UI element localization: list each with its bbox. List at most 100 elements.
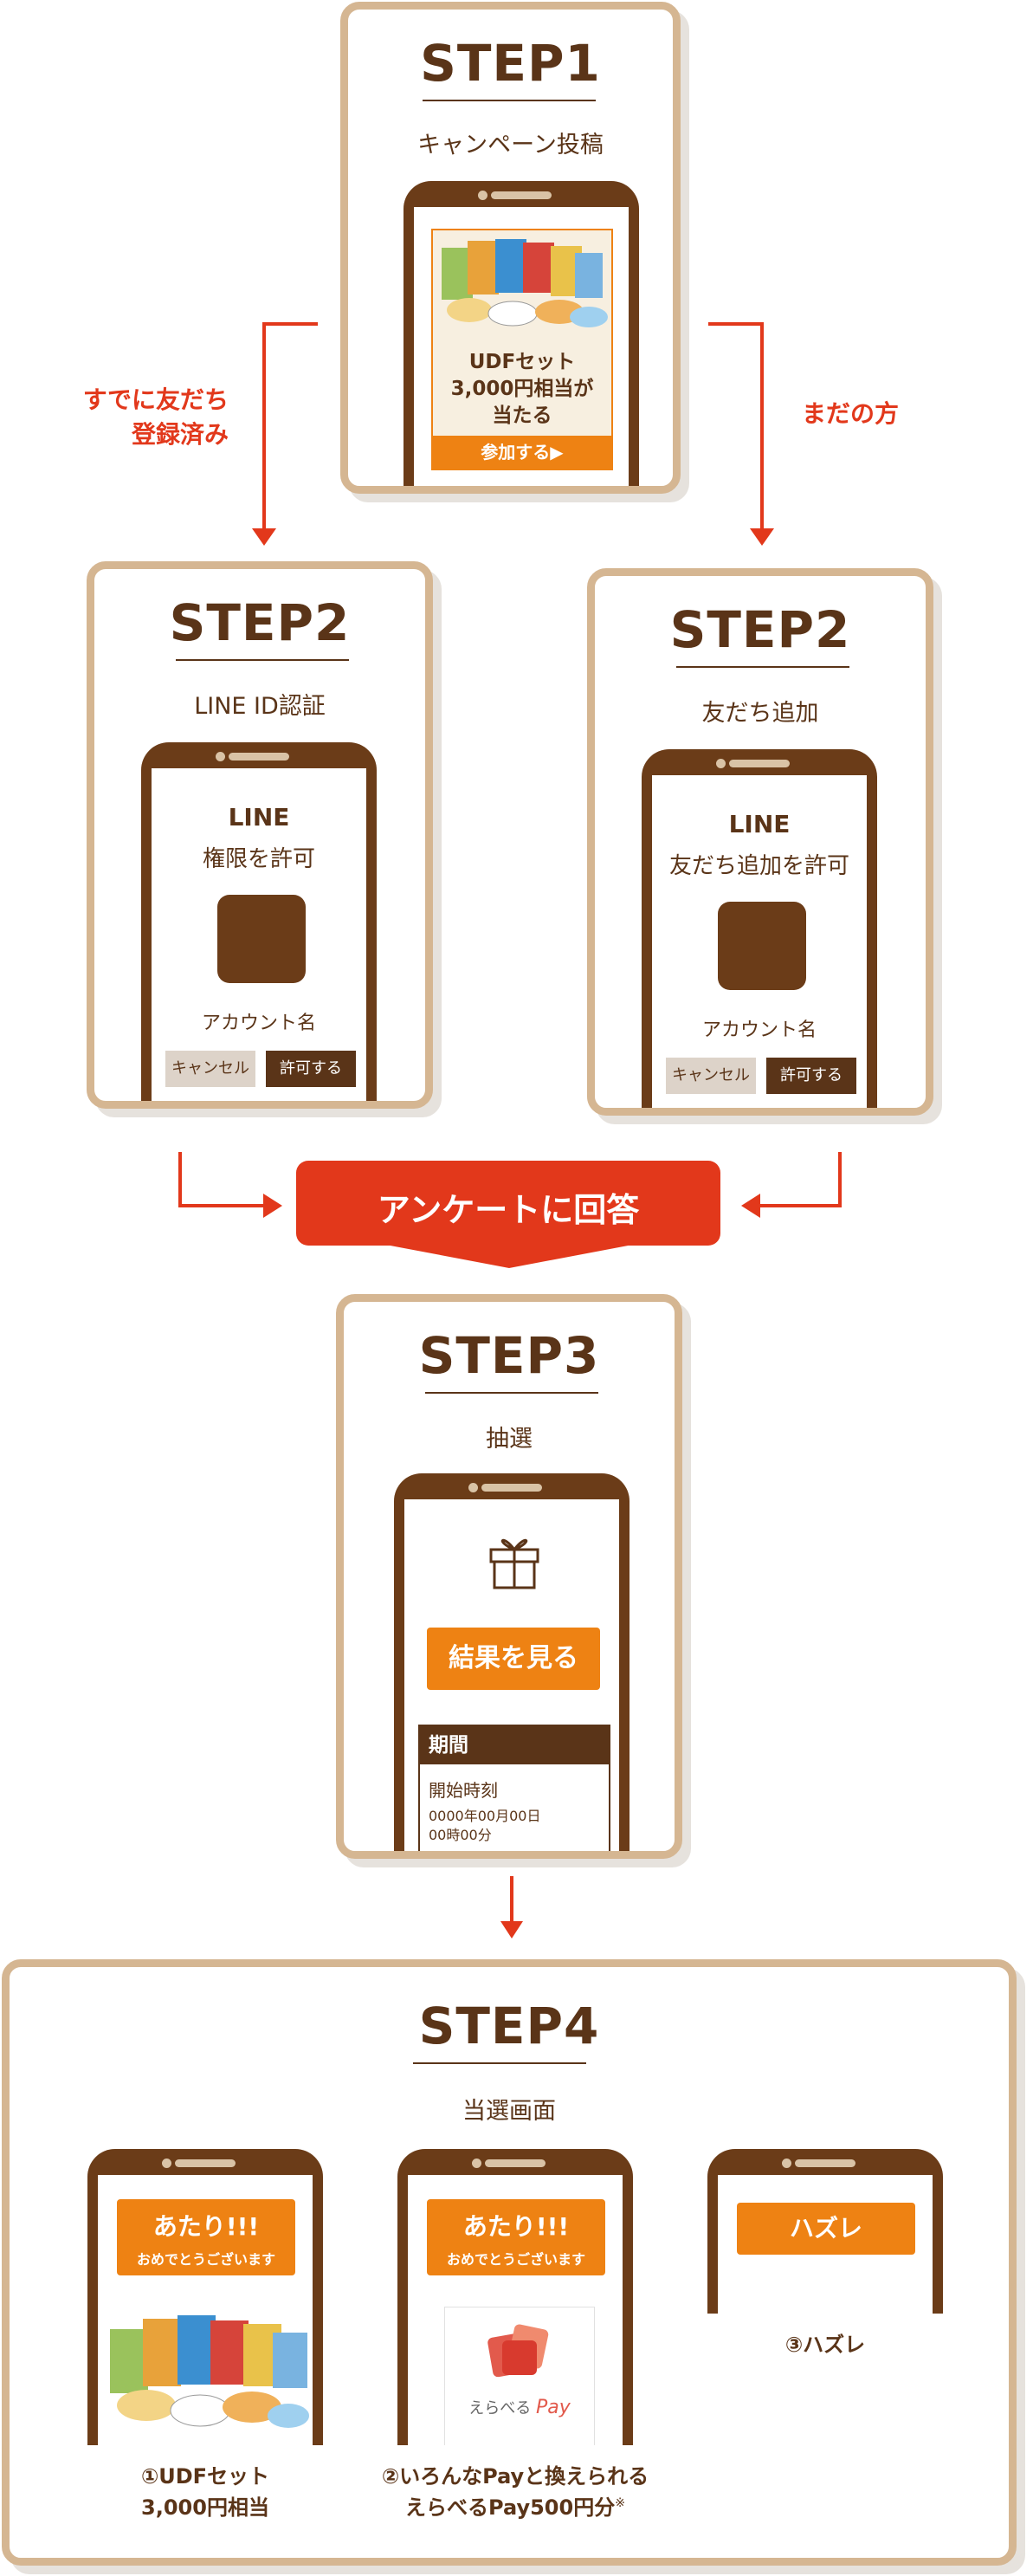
phone-speaker [175,2159,236,2167]
pay-brand-label: えらべる Pay [445,2396,594,2418]
prize2-caption-note: ※ [615,2496,625,2510]
cancel-button[interactable]: キャンセル [165,1051,255,1087]
prize2-win-sub: おめでとうございます [446,2251,585,2268]
phone-camera [468,1483,478,1492]
pay-word-text: Pay [535,2397,571,2418]
step4-title: STEP4 [418,1997,600,2055]
allow-button[interactable]: 許可する [266,1051,356,1087]
line-app-name: LINE [728,810,791,838]
merge-left-v [178,1152,182,1206]
phone-camera [782,2159,791,2168]
step3-title-underline [425,1392,598,1394]
prize2-caption-line1: ②いろんなPayと換えられる [381,2464,649,2489]
step3-phone: 結果を見る 期間 開始時刻 0000年00月00日 00時00分 [394,1473,629,1851]
start-time-value-line2: 00時00分 [429,1827,492,1843]
prize3-screen: ハズレ [718,2175,933,2314]
prize1-caption-line1: ①UDFセット [140,2464,270,2489]
step2-left-screen: LINE 権限を許可 アカウント名 キャンセル 許可する [152,768,366,1101]
survey-banner-text: アンケートに回答 [377,1191,640,1229]
step3-subtitle: 抽選 [486,1426,533,1453]
prize3-lose-banner: ハズレ [737,2203,915,2255]
start-time-label: 開始時刻 [429,1780,498,1801]
phone-speaker [729,760,790,767]
prize3-phone: ハズレ [707,2149,943,2314]
cancel-button[interactable]: キャンセル [666,1058,756,1094]
prize1-win-label: あたり!!! [152,2212,260,2241]
phone-camera [472,2159,481,2168]
allow-button[interactable]: 許可する [766,1058,856,1094]
merge-left-arrowhead [263,1194,282,1218]
prize2-caption-line2: えらべるPay500円分※ [354,2490,676,2521]
step1-phone: UDFセット 3,000円相当が 当たる 参加する▶ [404,181,639,486]
merge-left-h [178,1204,265,1207]
step4-card: STEP4 当選画面 あたり!!! おめでとうございます [2,1959,1017,2566]
line-app-name: LINE [228,803,290,832]
survey-banner: アンケートに回答 [296,1161,720,1246]
prize2-win-label: あたり!!! [462,2212,570,2241]
step2-right-screen: LINE 友だち追加を許可 アカウント名 キャンセル 許可する [652,775,867,1108]
period-box: 期間 開始時刻 0000年00月00日 00時00分 [418,1725,610,1851]
phone-speaker [229,753,289,761]
join-button[interactable]: 参加する▶ [433,436,611,469]
account-name-label: アカウント名 [201,1013,316,1034]
step3-screen: 結果を見る 期間 開始時刻 0000年00月00日 00時00分 [404,1499,619,1851]
phone-speaker [481,1484,542,1492]
step2-left-subtitle: LINE ID認証 [194,693,326,720]
campaign-banner: UDFセット 3,000円相当が 当たる 参加する▶ [431,229,613,470]
step2-left-card: STEP2 LINE ID認証 LINE 権限を許可 アカウント名 キャンセル … [87,561,433,1109]
step2-left-title: STEP2 [169,593,351,652]
step2-right-subtitle: 友だち追加 [701,700,819,727]
prize1-screen: あたり!!! おめでとうございます [98,2175,313,2445]
banner-text-line3: 当たる [492,405,552,427]
gift-icon [489,1538,539,1589]
step1-title: STEP1 [420,34,601,93]
step1-card: STEP1 キャンペーン投稿 UDFセット 3,00 [340,2,681,494]
phone-speaker [491,191,552,199]
step4-subtitle: 当選画面 [462,2098,556,2125]
account-name-label: アカウント名 [701,1019,817,1041]
left-branch-h [262,322,318,326]
step2-right-phone: LINE 友だち追加を許可 アカウント名 キャンセル 許可する [642,749,877,1108]
step2-right-title: STEP2 [669,600,851,659]
right-branch-h [708,322,764,326]
prize1-caption-line2: 3,000円相当 [141,2495,269,2520]
prize1-win-banner: あたり!!! おめでとうございます [117,2199,295,2275]
permission-prompt: 権限を許可 [202,846,315,872]
erabel-pay-logo-icon [487,2324,549,2378]
branch-left-label-line2: 登録済み [131,420,229,449]
merge-right-v [838,1152,842,1206]
step3-title: STEP3 [418,1326,600,1385]
phone-camera [716,759,726,768]
merge-right-arrowhead [741,1194,760,1218]
phone-speaker [795,2159,855,2167]
step1-subtitle: キャンペーン投稿 [417,132,604,159]
step3-card: STEP3 抽選 結果を見る 期間 開始時刻 0000年00月00日 00時00… [336,1294,682,1859]
phone-camera [216,752,225,761]
step2-right-card: STEP2 友だち追加 LINE 友だち追加を許可 アカウント名 キャンセル 許… [587,568,933,1116]
prize2-caption-line2-text: えらべるPay500円分 [405,2495,616,2520]
result-button[interactable]: 結果を見る [427,1628,600,1690]
prize1-phone: あたり!!! おめでとうございます [87,2149,323,2445]
prize3-caption-line1: ③ハズレ [784,2333,866,2357]
step2-left-phone: LINE 権限を許可 アカウント名 キャンセル 許可する [141,742,377,1101]
step4-title-underline [413,2062,586,2064]
branch-left-label-line1: すでに友だち [82,385,229,414]
left-branch-arrowhead [252,528,276,546]
period-header: 期間 [420,1726,609,1764]
to-step4-arrowhead [500,1921,523,1938]
branch-right-label: まだの方 [802,399,900,428]
step1-screen: UDFセット 3,000円相当が 当たる 参加する▶ [414,207,629,486]
right-branch-arrowhead [750,528,774,546]
prize2-screen: あたり!!! おめでとうございます えらべる Pay [408,2175,623,2445]
merge-right-h [759,1204,842,1207]
step2-right-title-underline [676,666,849,668]
udf-products-image [442,239,608,327]
erabel-pay-card: えらべる Pay [444,2307,595,2445]
prize2-win-banner: あたり!!! おめでとうございます [427,2199,605,2275]
phone-camera [478,191,487,200]
account-avatar [718,902,806,990]
step2-left-title-underline [176,659,349,661]
banner-text-line1: UDFセット [468,351,576,373]
prize1-win-sub: おめでとうございます [136,2251,275,2268]
